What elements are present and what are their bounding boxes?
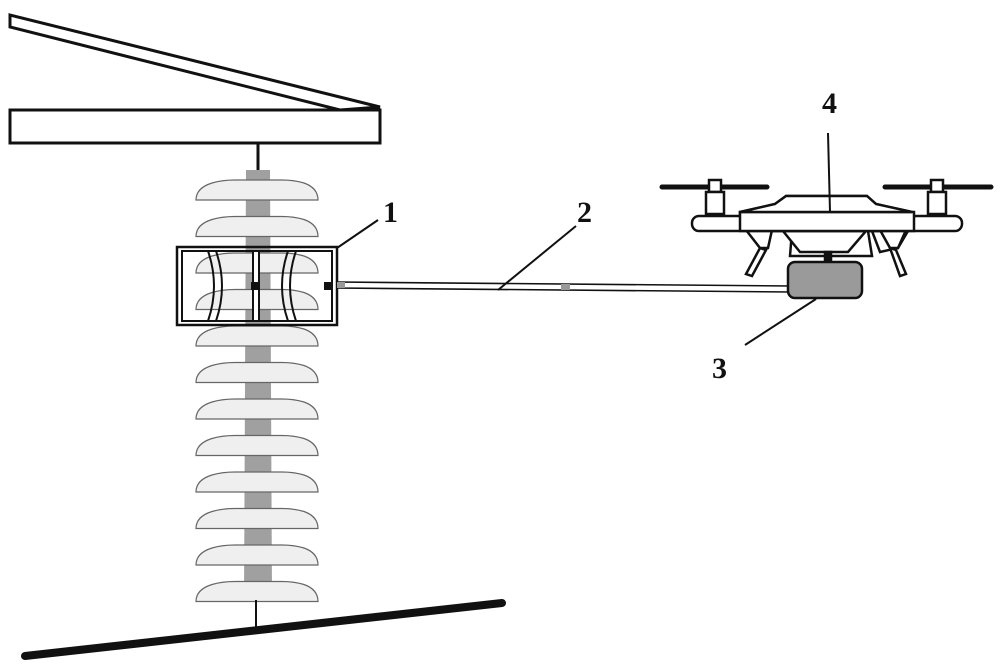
insulator-shed	[195, 179, 319, 201]
label-drone: 4	[822, 87, 837, 120]
insulator-shed	[195, 361, 319, 384]
label-box: 3	[712, 352, 727, 385]
insulator-shed	[195, 580, 319, 603]
insulator-shed	[195, 215, 319, 238]
crossarm	[8, 13, 382, 145]
insulator-shed	[195, 434, 319, 457]
insulator-shed	[195, 325, 319, 347]
control-box	[786, 260, 864, 300]
insulator	[195, 170, 319, 603]
drone	[659, 178, 994, 278]
leader-lines	[336, 132, 831, 346]
conductor	[21, 599, 506, 660]
insulating-rod	[336, 281, 791, 293]
label-rod: 2	[577, 196, 592, 229]
insulator-shed	[195, 544, 319, 566]
insulator-shed	[195, 398, 319, 420]
frame-joint	[251, 282, 259, 290]
label-frame: 1	[383, 196, 398, 229]
insulator-shed	[195, 507, 319, 530]
insulator-shed	[195, 471, 319, 493]
rod-joint	[324, 282, 332, 290]
